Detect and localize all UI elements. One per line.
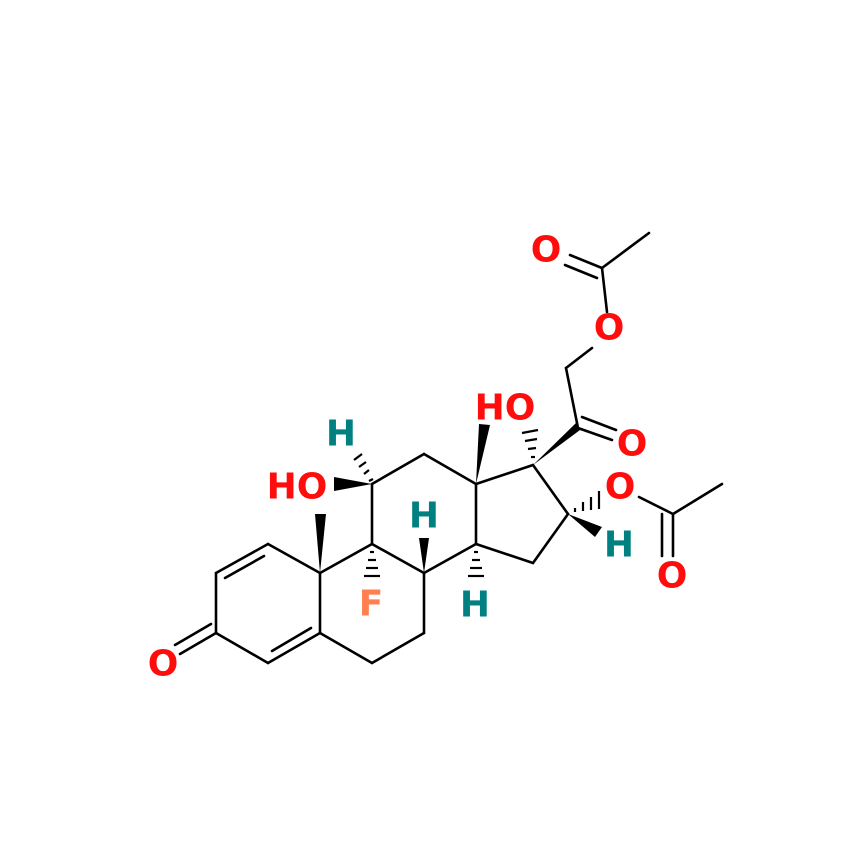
ring-c-bonds — [370, 452, 478, 575]
bond-c3-o — [178, 631, 218, 656]
bond-c1-c2 — [214, 542, 270, 575]
bond-c5-c6 — [318, 631, 374, 665]
bond-c16-c15 — [531, 512, 570, 565]
bond-cacyl21-o — [568, 253, 604, 270]
wedge-c8-h — [419, 538, 429, 573]
bond-c4-c5 — [266, 631, 322, 665]
acetate-c16-bonds — [637, 482, 724, 558]
atom-label-h-c16: H — [604, 525, 634, 566]
bond-o-cacyl16 — [637, 495, 675, 516]
hash-c14-h — [468, 550, 484, 578]
bond-c3-c4 — [214, 631, 270, 665]
atom-label-ho-c11: HO — [267, 467, 328, 508]
wedge-c13-methyl — [476, 424, 490, 484]
bond-c12-c13 — [422, 452, 478, 486]
wedge-c17-c20 — [533, 423, 580, 465]
stereo-bonds — [315, 424, 602, 578]
ring-b-bonds — [318, 542, 426, 665]
side-chain-bonds — [533, 231, 651, 465]
bond-c10-c1 — [266, 542, 322, 575]
bond-c6-c7 — [370, 631, 426, 665]
hash-c9-f — [364, 550, 380, 578]
bond-c13-c17 — [474, 463, 535, 486]
atom-label-o-ac16: O — [657, 556, 688, 597]
bond-c4-c5-double — [270, 626, 313, 653]
bond-c8-c9 — [370, 542, 426, 575]
bond-c9-c10 — [318, 542, 374, 575]
atom-label-o-c16: O — [605, 467, 636, 508]
bond-o-cacyl21 — [600, 266, 609, 314]
bond-c11-c12 — [370, 452, 426, 486]
atom-label-ho-c17: HO — [475, 388, 536, 429]
wedge-c16-h — [568, 514, 602, 537]
bond-c1-c2-double — [223, 554, 266, 580]
atom-label-h-c8: H — [409, 496, 439, 537]
bond-c20-c21 — [564, 366, 580, 430]
atom-labels: O F HO H H H HO O O H O O O — [148, 230, 688, 685]
bond-c14-c8 — [422, 542, 478, 575]
bond-c21-o — [564, 346, 594, 370]
bond-c20-o-double — [580, 415, 618, 432]
atom-label-o-ketone: O — [148, 644, 179, 685]
bond-c17-c16 — [531, 463, 570, 516]
hash-c17-oh — [521, 428, 539, 459]
ring-a-bonds — [173, 542, 322, 665]
hash-c11-h — [353, 453, 374, 482]
bond-c3-o-double — [173, 622, 213, 647]
atom-label-o-ester21: O — [594, 308, 625, 349]
bond-cacyl21-o-double — [563, 263, 599, 280]
atom-label-o-ac21: O — [531, 230, 562, 271]
ring-d-bonds — [474, 463, 570, 565]
atom-label-o-c20: O — [617, 424, 648, 465]
bond-c20-o — [576, 426, 614, 442]
atom-label-h-c14: H — [460, 585, 490, 626]
atom-label-f: F — [359, 584, 384, 625]
hash-c16-o — [573, 491, 601, 512]
wedge-c11-oh — [334, 477, 372, 491]
bond-cacyl21-me — [600, 231, 651, 270]
atom-label-h-c11: H — [326, 414, 356, 455]
bond-cacyl16-me — [671, 482, 724, 516]
wedge-c10-methyl — [315, 514, 326, 573]
bond-c15-c14 — [474, 542, 535, 565]
